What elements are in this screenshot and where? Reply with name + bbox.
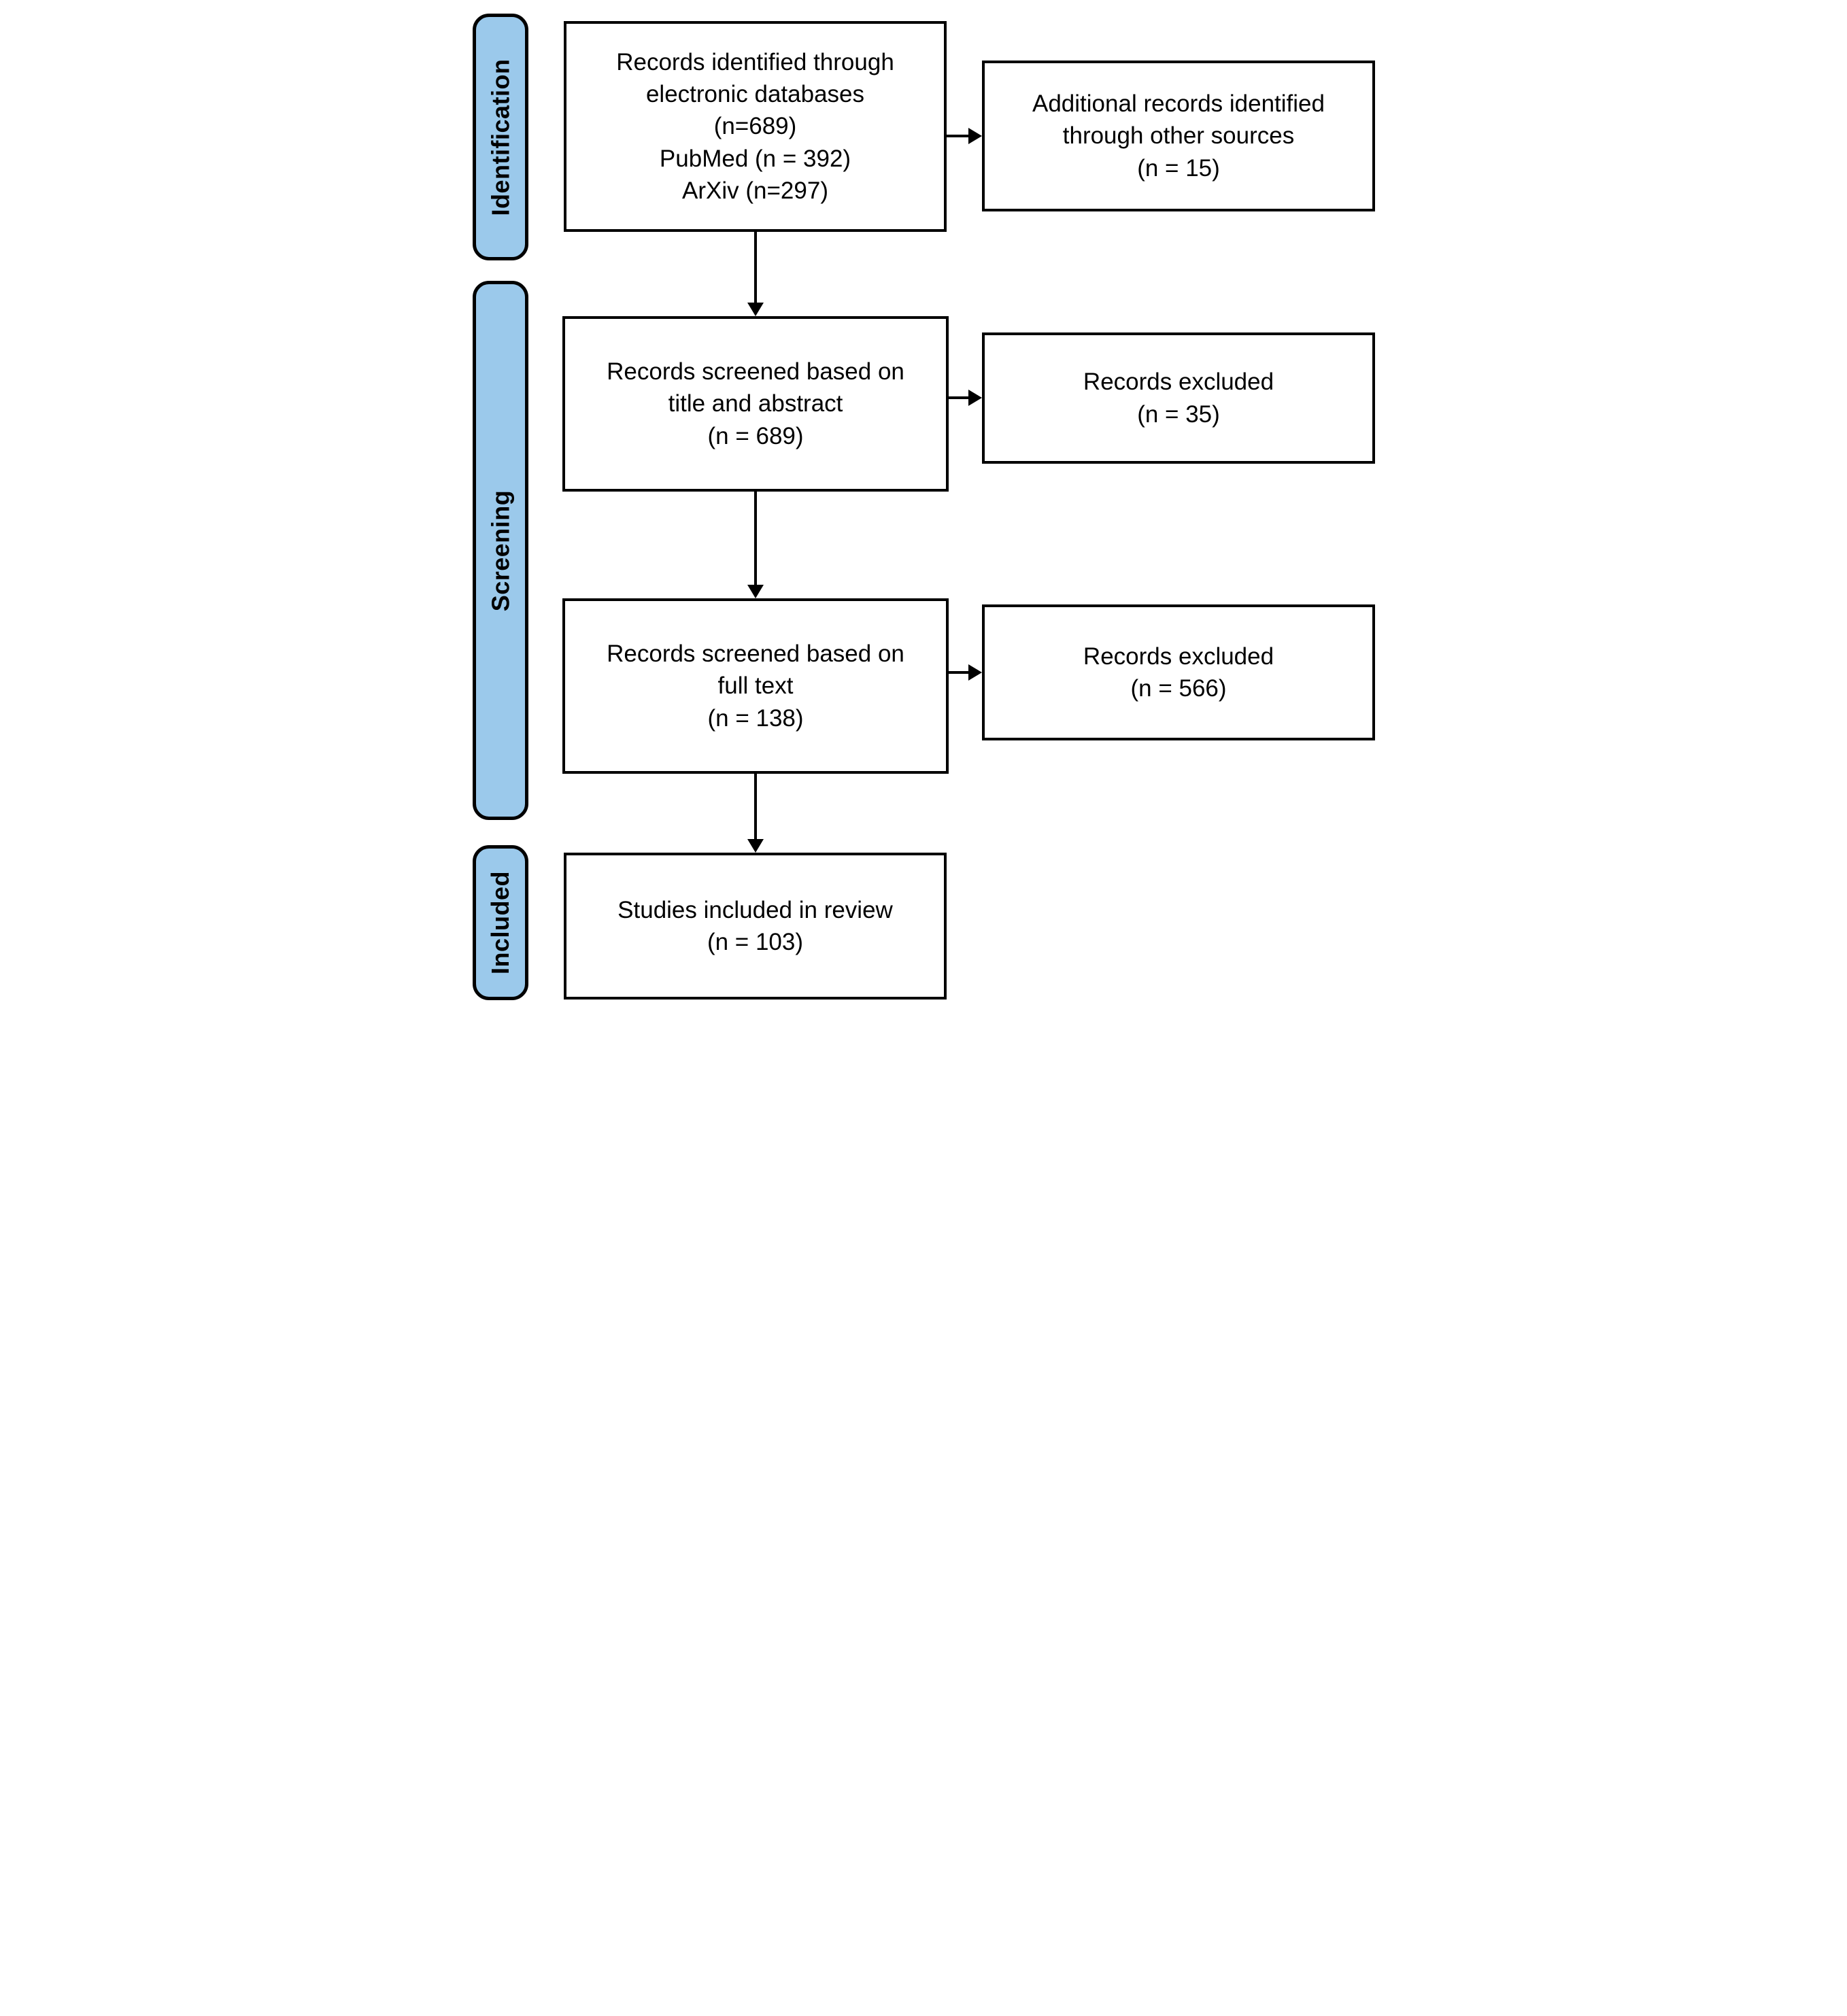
right-arrow-icon <box>968 390 982 406</box>
down-arrow-line-screened-title-to-screened-fulltext <box>754 492 757 585</box>
box-records-excluded-title-abstract: Records excluded (n = 35) <box>982 332 1375 464</box>
down-arrow-icon <box>747 303 764 316</box>
right-arrow-line-screened-fulltext-to-excluded <box>949 671 968 674</box>
prisma-flow-diagram: Identification Screening Included Record… <box>462 0 1385 1008</box>
box-records-identified-text: Records identified through electronic da… <box>616 48 894 204</box>
box-studies-included-in-review: Studies included in review (n = 103) <box>564 853 947 1000</box>
right-arrow-icon <box>968 664 982 681</box>
down-arrow-icon <box>747 839 764 853</box>
stage-label-identification-text: Identification <box>486 58 514 216</box>
box-records-screened-full-text: Records screened based on full text (n =… <box>562 598 949 774</box>
stage-label-included-text: Included <box>486 870 515 975</box>
box-records-identified: Records identified through electronic da… <box>564 21 947 232</box>
box-additional-records-text: Additional records identified through ot… <box>1032 90 1325 182</box>
box-studies-included-in-review-text: Studies included in review (n = 103) <box>617 896 893 955</box>
stage-label-screening: Screening <box>473 281 528 820</box>
right-arrow-line-screened-title-to-excluded <box>949 396 968 399</box>
down-arrow-icon <box>747 585 764 598</box>
right-arrow-line-identified-to-additional <box>947 135 968 137</box>
stage-label-included: Included <box>473 845 528 1000</box>
stage-label-identification: Identification <box>473 14 528 260</box>
stage-label-screening-text: Screening <box>486 490 514 611</box>
box-additional-records: Additional records identified through ot… <box>982 61 1375 211</box>
box-records-excluded-full-text-text: Records excluded (n = 566) <box>1083 643 1274 702</box>
box-records-screened-title-abstract: Records screened based on title and abst… <box>562 316 949 492</box>
down-arrow-line-screened-fulltext-to-included <box>754 774 757 840</box>
box-records-screened-title-abstract-text: Records screened based on title and abst… <box>607 358 904 449</box>
box-records-excluded-title-abstract-text: Records excluded (n = 35) <box>1083 369 1274 428</box>
box-records-screened-full-text-text: Records screened based on full text (n =… <box>607 640 904 732</box>
box-records-excluded-full-text: Records excluded (n = 566) <box>982 604 1375 740</box>
right-arrow-icon <box>968 128 982 144</box>
down-arrow-line-identified-to-screened-title <box>754 232 757 303</box>
